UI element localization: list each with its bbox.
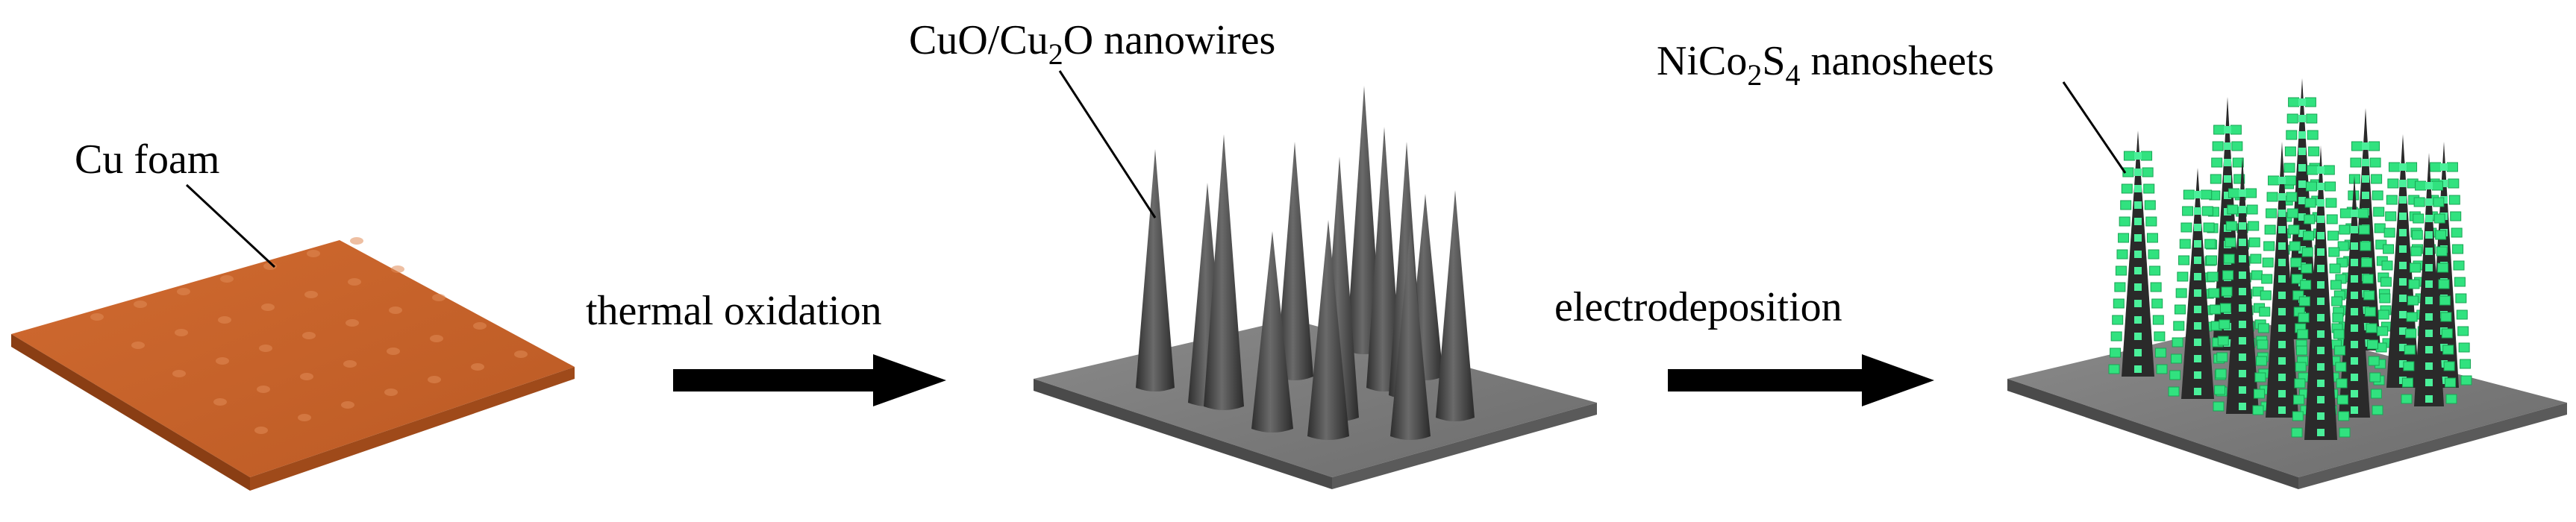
cu-foam-leader-line — [185, 183, 276, 268]
nanowire-cone — [1204, 134, 1244, 410]
foam-pore — [213, 398, 227, 406]
nanowire-cone — [1307, 220, 1349, 440]
foam-pore — [302, 332, 316, 339]
foam-pore — [384, 389, 398, 396]
nanosheet-cones — [2108, 78, 2472, 440]
cu-foam-plate-edge — [11, 334, 250, 491]
foam-pore — [341, 401, 354, 409]
foam-pore — [389, 306, 402, 314]
nanosheet-cone — [2168, 168, 2228, 399]
nanowire-cone — [1136, 149, 1175, 392]
stage-cu-foam: Cu foam — [11, 136, 575, 491]
step-electrodeposition: electrodeposition — [1554, 284, 1934, 406]
nanowire-label: CuO/Cu2O nanowires — [909, 17, 1275, 71]
foam-pore — [343, 360, 357, 368]
nanowire-cone — [1346, 86, 1382, 354]
foam-pore — [175, 329, 188, 336]
foam-pore — [432, 294, 446, 301]
nanowire-leader-line — [1058, 70, 1157, 218]
nanowire-cones — [1136, 86, 1475, 440]
nanowire-cone — [1251, 231, 1293, 433]
foam-pore — [216, 357, 229, 365]
foam-pore — [348, 278, 361, 286]
foam-pore — [259, 345, 272, 352]
cu-foam-label: Cu foam — [75, 136, 219, 183]
foam-pore — [387, 348, 400, 355]
foam-pore — [134, 301, 147, 308]
foam-pore — [90, 313, 104, 321]
foam-pore — [391, 265, 404, 273]
nanosheet-cone — [2291, 145, 2351, 440]
foam-pore — [254, 427, 268, 434]
foam-pore — [300, 373, 313, 380]
nanosheet-label: NiCo2S4 nanosheets — [1657, 38, 1994, 92]
foam-pore — [514, 350, 528, 358]
nanosheet-cone — [2108, 130, 2168, 377]
foam-pore — [350, 237, 363, 245]
foam-pore — [473, 322, 487, 330]
foam-pore — [298, 414, 311, 421]
stage-nanosheets: NiCo2S4 nanosheets — [1657, 38, 2567, 489]
nanowire-cone — [1276, 142, 1313, 380]
foam-pore — [430, 335, 443, 342]
foam-pore — [257, 386, 270, 393]
foam-pore — [261, 304, 275, 311]
electrodeposition-label: electrodeposition — [1554, 284, 1842, 330]
stage-nanowires: CuO/Cu2O nanowires — [909, 17, 1597, 489]
thermal-oxidation-label: thermal oxidation — [586, 288, 882, 334]
cu-foam-pores — [90, 237, 528, 434]
nanowire-cone — [1436, 190, 1475, 421]
arrow-2 — [1668, 354, 1934, 406]
foam-pore — [177, 288, 190, 295]
step-thermal-oxidation: thermal oxidation — [586, 288, 946, 406]
arrow-1 — [673, 354, 946, 406]
foam-pore — [172, 370, 186, 377]
nanosheet-cone — [2401, 153, 2457, 406]
foam-pore — [307, 250, 320, 257]
nanosheet-leader-line — [2062, 81, 2127, 174]
nanosheet-cone — [2213, 157, 2272, 414]
foam-pore — [220, 275, 234, 283]
foam-pore — [218, 316, 231, 324]
cu-foam-plate — [11, 240, 575, 477]
foam-pore — [263, 262, 277, 270]
nanowire-cone — [1390, 227, 1431, 440]
foam-pore — [131, 342, 145, 349]
foam-pore — [471, 363, 484, 371]
foam-pore — [346, 319, 359, 327]
foam-pore — [428, 376, 441, 383]
foam-pore — [304, 291, 318, 298]
nanowire-cone — [1366, 127, 1402, 392]
